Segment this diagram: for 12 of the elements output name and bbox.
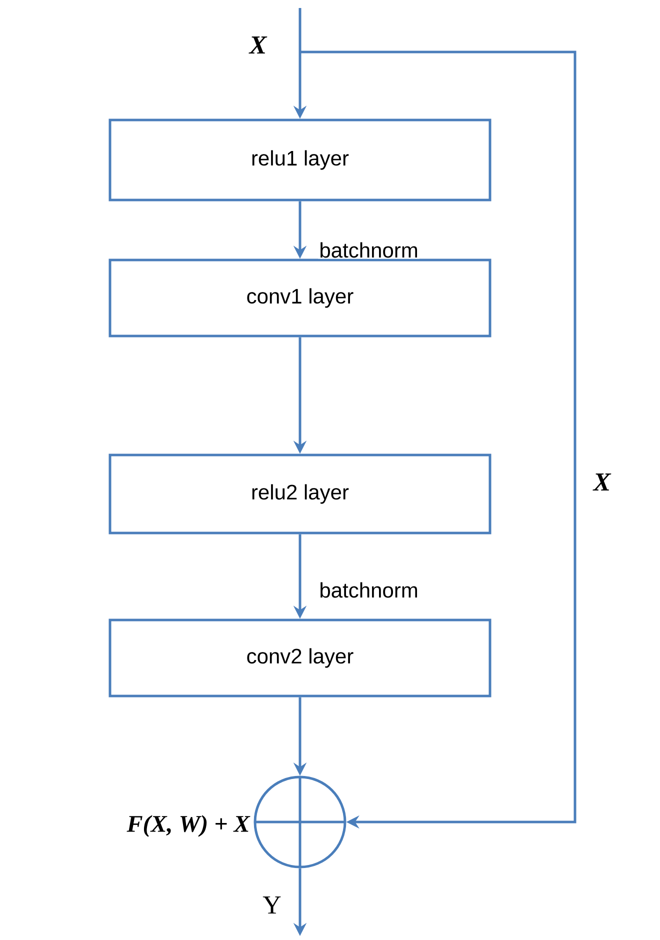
edge-label: X bbox=[248, 36, 268, 55]
layer-box: conv2 layer bbox=[108, 618, 492, 698]
edge-label: batchnorm bbox=[318, 581, 420, 599]
edge-label: X bbox=[592, 472, 612, 492]
layer-box: relu1 layer bbox=[108, 118, 492, 202]
sum-label: F(X, W) + X bbox=[126, 815, 250, 837]
edge-label: Y bbox=[262, 896, 282, 915]
arrow bbox=[300, 50, 576, 829]
layer-box: relu2 layer bbox=[108, 454, 492, 534]
sum-circle bbox=[254, 776, 346, 868]
edge-label: batchnorm bbox=[318, 241, 420, 259]
layer-box: conv1 layer bbox=[108, 258, 492, 338]
